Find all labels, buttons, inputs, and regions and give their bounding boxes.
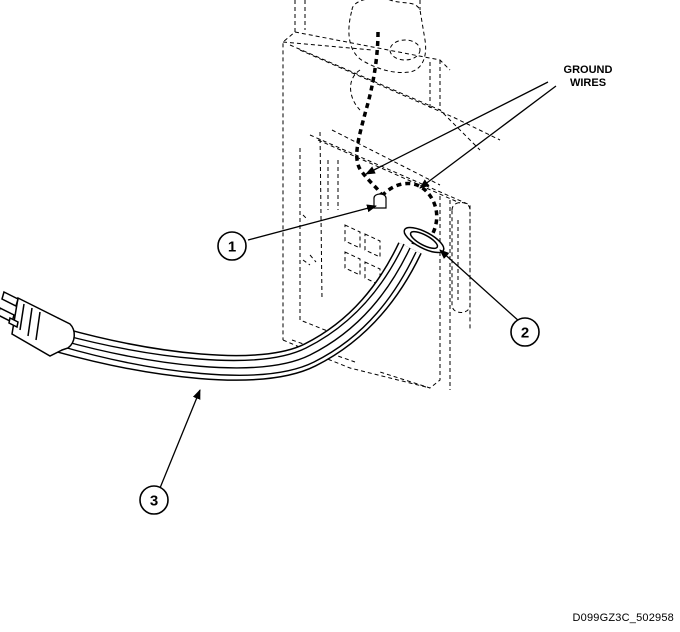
ground-wires-label-line1: GROUND — [564, 64, 613, 76]
callout-1-circle — [217, 231, 247, 261]
power-plug — [0, 290, 75, 357]
callout-1-number: 1 — [228, 239, 236, 256]
machine-frame-outline — [282, 0, 501, 390]
callout-3: 3 — [139, 485, 169, 515]
callout-2-arrow — [439, 249, 521, 323]
callout-3-arrow — [159, 389, 201, 489]
callout-2: 2 — [510, 317, 540, 347]
ground-wires-label-line2: WIRES — [570, 77, 606, 89]
ground-wire-upper — [355, 31, 384, 197]
callout-2-circle — [510, 317, 540, 347]
callout-1: 1 — [217, 231, 247, 261]
callout-2-number: 2 — [521, 325, 529, 342]
callout-1-arrow — [247, 204, 377, 241]
power-cord — [56, 242, 422, 381]
ground-wires-arrow-1 — [365, 81, 549, 175]
callout-3-circle — [139, 485, 169, 515]
reference-code: D099GZ3C_502958 — [572, 612, 674, 624]
ground-wires-arrow-2 — [419, 85, 557, 189]
callout-3-number: 3 — [150, 493, 158, 510]
ground-screw — [373, 193, 387, 209]
leader-lines — [159, 81, 557, 489]
strain-relief-bushing — [403, 226, 445, 254]
